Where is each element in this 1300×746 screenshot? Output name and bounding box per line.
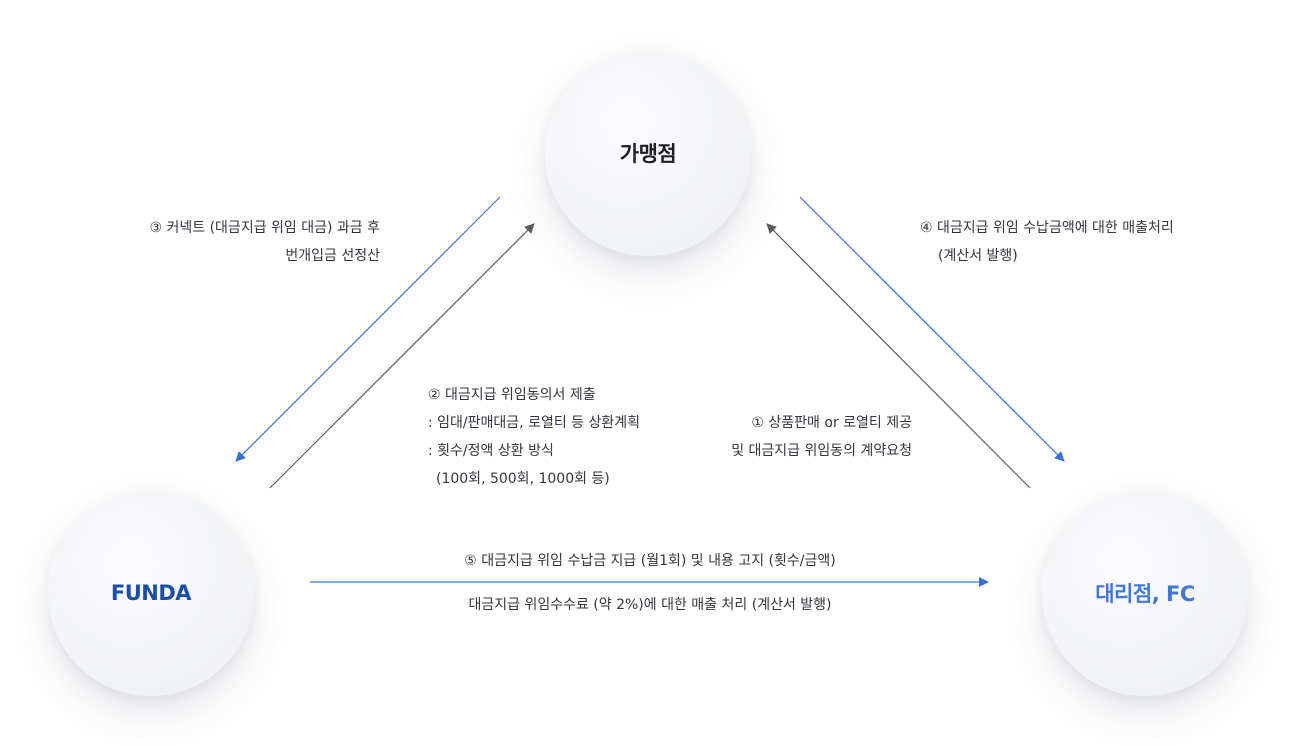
step3-line-1: ③ 커넥트 (대금지급 위임 대금) 과금 후 <box>149 220 381 236</box>
step3-line-2: 번개입금 선정산 <box>285 248 380 264</box>
agency-node-label: 대리점, FC <box>1095 582 1195 606</box>
step1-label: ① 상품판매 or 로열티 제공 및 대금지급 위임동의 계약요청 <box>731 409 912 465</box>
arrow-step2-to-franchise <box>269 223 535 489</box>
step2-line-3: : 횟수/정액 상환 방식 <box>428 443 554 459</box>
step2-label: ② 대금지급 위임동의서 제출 : 임대/판매대금, 로열티 등 상환계획 : … <box>428 381 640 493</box>
step5-label: ⑤ 대금지급 위임 수납금 지급 (월1회) 및 내용 고지 (횟수/금액) 대… <box>310 546 990 620</box>
step3-label: ③ 커넥트 (대금지급 위임 대금) 과금 후 번개입금 선정산 <box>150 214 381 270</box>
step5-line-2: 대금지급 위임수수료 (약 2%)에 대한 매출 처리 (계산서 발행) <box>468 597 832 613</box>
funda-node: FUNDA <box>48 490 254 696</box>
step4-line-1: ④ 대금지급 위임 수납금액에 대한 매출처리 <box>920 220 1174 236</box>
step2-line-1: ② 대금지급 위임동의서 제출 <box>428 387 596 403</box>
agency-node: 대리점, FC <box>1042 490 1248 696</box>
funda-node-label: FUNDA <box>110 581 192 605</box>
franchise-node-label: 가맹점 <box>619 142 677 166</box>
step1-line-2: 및 대금지급 위임동의 계약요청 <box>731 443 912 459</box>
franchise-node: 가맹점 <box>545 50 751 256</box>
step4-line-2: (계산서 발행) <box>938 248 1018 264</box>
step1-line-1: ① 상품판매 or 로열티 제공 <box>751 415 912 431</box>
arrow-step4-to-agency <box>799 196 1065 462</box>
step2-line-4: (100회, 500회, 1000회 등) <box>436 471 610 487</box>
arrow-step3-to-funda <box>235 196 501 462</box>
step4-label: ④ 대금지급 위임 수납금액에 대한 매출처리 (계산서 발행) <box>920 214 1174 270</box>
arrow-step1-to-franchise <box>766 223 1031 489</box>
step2-line-2: : 임대/판매대금, 로열티 등 상환계획 <box>428 415 641 431</box>
step5-line-1: ⑤ 대금지급 위임 수납금 지급 (월1회) 및 내용 고지 (횟수/금액) <box>464 553 836 569</box>
